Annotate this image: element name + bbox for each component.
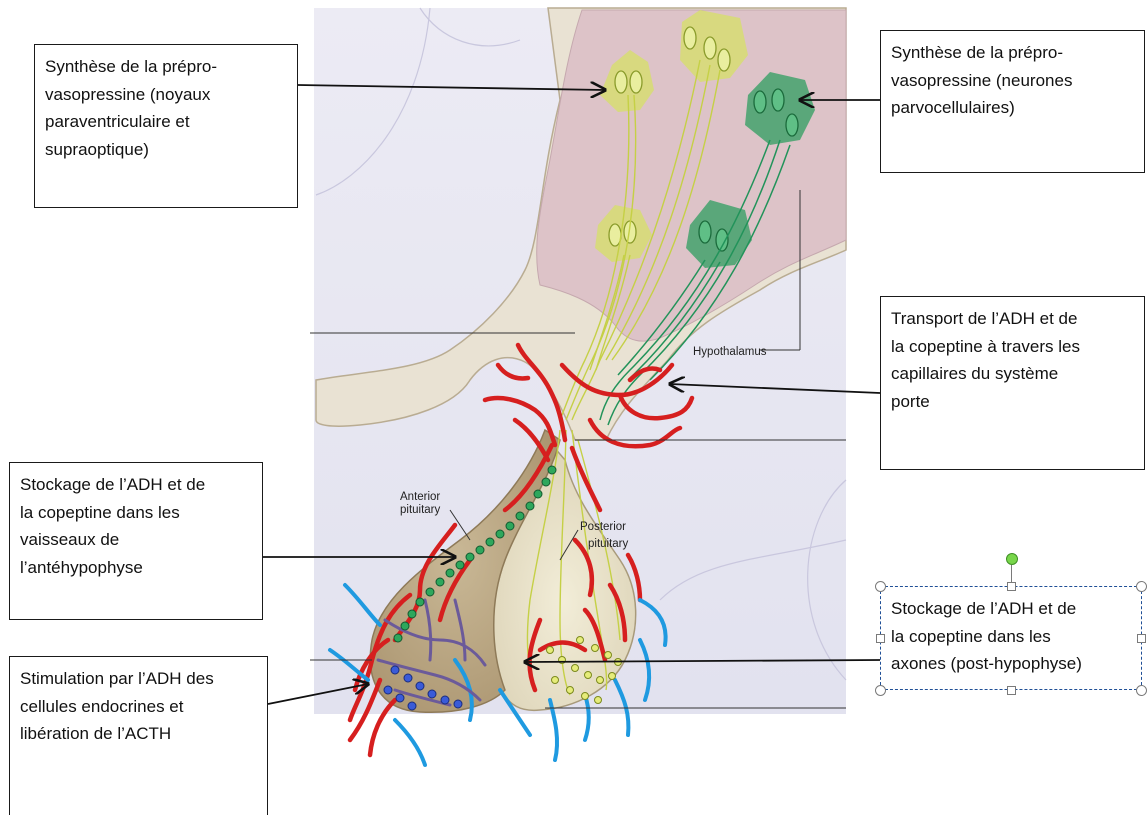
callout-synth-magno-line4: supraoptique) — [45, 136, 287, 164]
resize-handle-top-right[interactable] — [1136, 581, 1147, 592]
callout-stimulation-line2: cellules endocrines et — [20, 693, 257, 721]
callout-storage-post-line1: Stockage de l’ADH et de — [891, 595, 1131, 623]
callout-storage-post[interactable]: Stockage de l’ADH et de la copeptine dan… — [880, 586, 1142, 690]
resize-handle-bottom-right[interactable] — [1136, 685, 1147, 696]
resize-handle-top-left[interactable] — [875, 581, 886, 592]
callout-synth-parvo-line3: parvocellulaires) — [891, 94, 1134, 122]
callout-storage-post-line3: axones (post-hypophyse) — [891, 650, 1131, 678]
callout-storage-antero-line3: vaisseaux de — [20, 526, 252, 554]
callout-storage-antero-line1: Stockage de l’ADH et de — [20, 471, 252, 499]
callout-transport: Transport de l’ADH et de la copeptine à … — [880, 296, 1145, 470]
callout-transport-line2: la copeptine à travers les — [891, 333, 1134, 361]
callout-stimulation-line1: Stimulation par l’ADH des — [20, 665, 257, 693]
anterior-label-line1: Anterior — [400, 491, 440, 503]
resize-handle-bottom[interactable] — [1007, 686, 1016, 695]
rotation-handle[interactable] — [1006, 553, 1018, 565]
callout-synth-parvo: Synthèse de la prépro- vasopressine (neu… — [880, 30, 1145, 173]
callout-synth-magno-line3: paraventriculaire et — [45, 108, 287, 136]
hypothalamus-label: Hypothalamus — [693, 346, 767, 358]
rotation-handle-stem — [1011, 565, 1012, 583]
posterior-label-line1: Posterior — [580, 521, 626, 533]
resize-handle-top[interactable] — [1007, 582, 1016, 591]
callout-synth-parvo-line1: Synthèse de la prépro- — [891, 39, 1134, 67]
callout-storage-antero-line2: la copeptine dans les — [20, 499, 252, 527]
posterior-label-line2: pituitary — [588, 538, 629, 550]
callout-synth-magno-line2: vasopressine (noyaux — [45, 81, 287, 109]
resize-handle-bottom-left[interactable] — [875, 685, 886, 696]
callout-stimulation-line3: libération de l’ACTH — [20, 720, 257, 748]
callout-storage-antero: Stockage de l’ADH et de la copeptine dan… — [9, 462, 263, 620]
callout-storage-post-line2: la copeptine dans les — [891, 623, 1131, 651]
callout-storage-antero-line4: l’antéhypophyse — [20, 554, 252, 582]
callout-stimulation: Stimulation par l’ADH des cellules endoc… — [9, 656, 268, 815]
resize-handle-left[interactable] — [876, 634, 885, 643]
callout-transport-line3: capillaires du système — [891, 360, 1134, 388]
resize-handle-right[interactable] — [1137, 634, 1146, 643]
callout-synth-parvo-line2: vasopressine (neurones — [891, 67, 1134, 95]
callout-transport-line1: Transport de l’ADH et de — [891, 305, 1134, 333]
callout-transport-line4: porte — [891, 388, 1134, 416]
callout-synth-magno-line1: Synthèse de la prépro- — [45, 53, 287, 81]
anterior-label-line2: pituitary — [400, 504, 441, 516]
callout-synth-magno: Synthèse de la prépro- vasopressine (noy… — [34, 44, 298, 208]
